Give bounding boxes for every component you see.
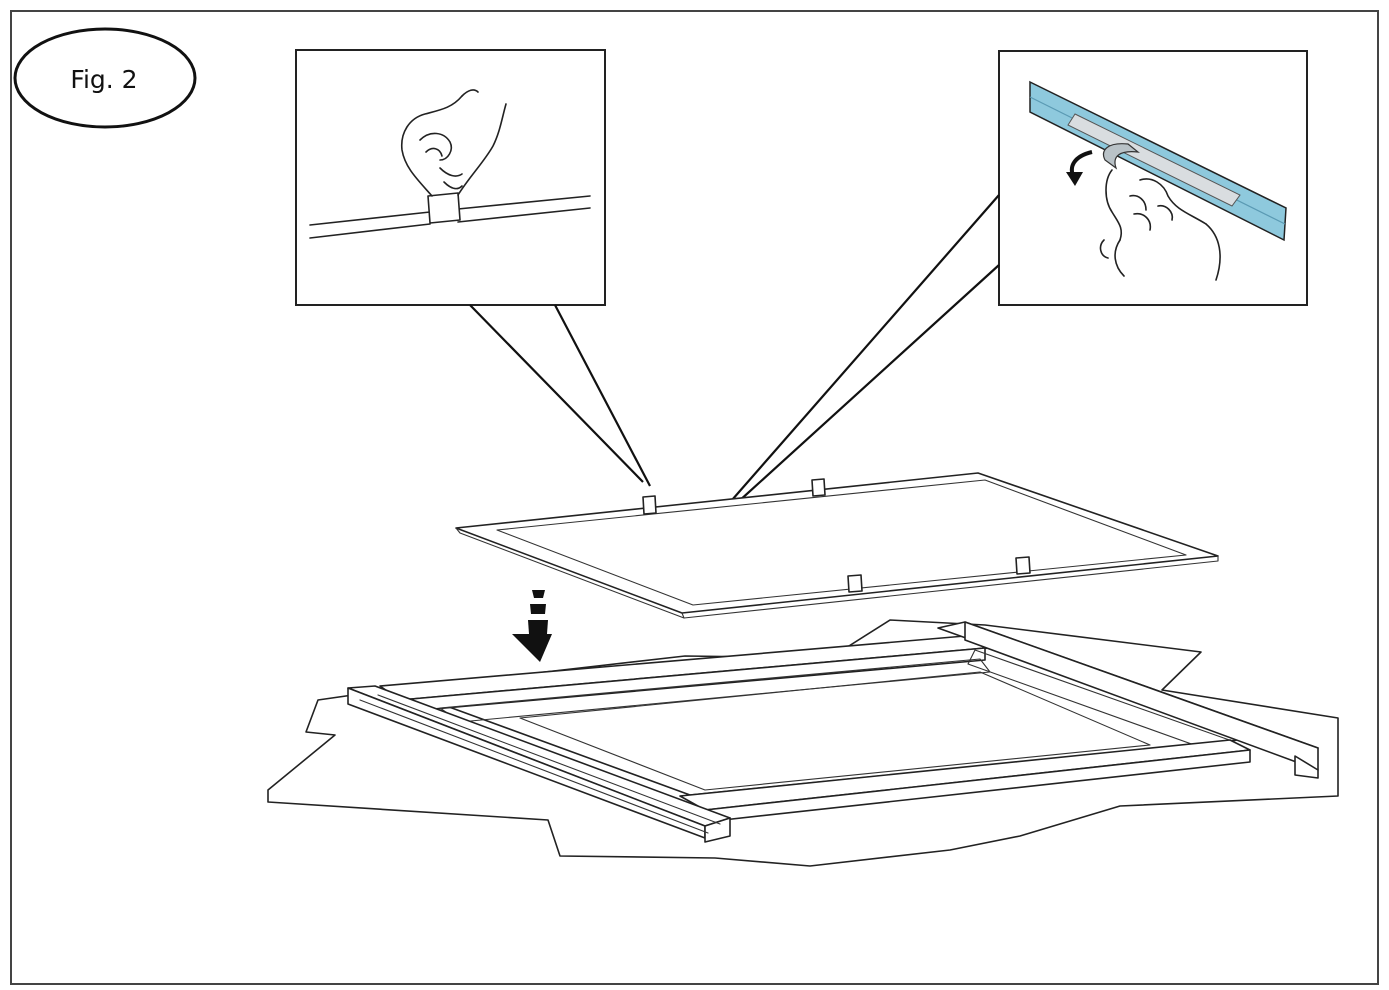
- callout-clip-detail: [295, 49, 651, 487]
- curved-peel-arrow-icon: [1066, 150, 1093, 186]
- figure-label: Fig. 2: [13, 27, 197, 129]
- callout-tape-detail: [731, 50, 1308, 503]
- figure-label-text: Fig. 2: [70, 65, 137, 94]
- page-frame: [10, 10, 1379, 985]
- dashed-down-arrow-icon: [512, 590, 552, 662]
- base-frame: [347, 621, 1319, 843]
- panel-clips: [642, 478, 1031, 593]
- top-panel: [455, 472, 1219, 619]
